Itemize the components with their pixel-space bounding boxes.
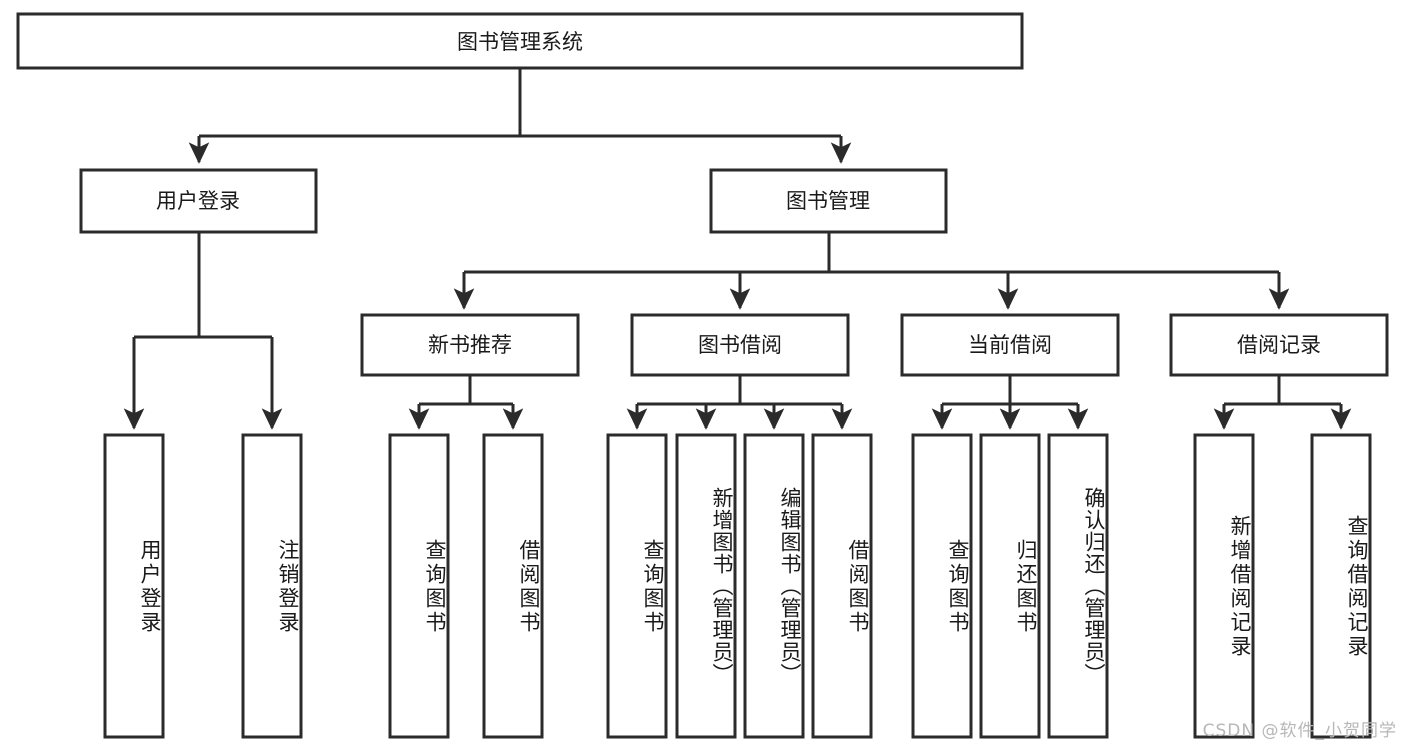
leaf-box-current-borrow-2[interactable] [979, 433, 1041, 739]
leaf-box-book-borrow-4[interactable] [811, 433, 873, 739]
node-root-box[interactable] [16, 12, 1024, 70]
node-current-borrow[interactable]: 当前借阅 [900, 313, 1120, 377]
leaf-box-user-login-1[interactable] [103, 433, 165, 739]
node-book-borrow-label: 图书借阅 [698, 333, 782, 357]
node-borrow-record[interactable]: 借阅记录 [1169, 313, 1389, 377]
node-book-borrow-box[interactable] [630, 313, 850, 377]
node-book-manage[interactable]: 图书管理 [709, 168, 948, 234]
node-borrow-record-box[interactable] [1169, 313, 1389, 377]
leaf-box-borrow-record-2[interactable] [1310, 433, 1372, 739]
node-book-manage-label: 图书管理 [786, 189, 870, 213]
node-root[interactable]: 图书管理系统 [16, 12, 1024, 70]
node-current-borrow-box[interactable] [900, 313, 1120, 377]
node-borrow-record-label: 借阅记录 [1237, 333, 1321, 357]
node-new-book-recommend[interactable]: 新书推荐 [360, 313, 580, 377]
node-book-borrow[interactable]: 图书借阅 [630, 313, 850, 377]
node-current-borrow-label: 当前借阅 [968, 333, 1052, 357]
leaf-box-current-borrow-1[interactable] [911, 433, 973, 739]
node-book-manage-box[interactable] [709, 168, 948, 234]
node-root-label: 图书管理系统 [457, 30, 583, 54]
watermark-text: CSDN @软件_小贺同学 [1202, 721, 1397, 741]
node-new-book-recommend-label: 新书推荐 [428, 333, 512, 357]
leaf-box-book-borrow-3[interactable] [743, 433, 805, 739]
node-user-login-label: 用户登录 [156, 189, 240, 213]
leaf-box-new-book-1[interactable] [388, 433, 450, 739]
node-new-book-recommend-box[interactable] [360, 313, 580, 377]
connector-group [123, 68, 1352, 430]
node-user-login[interactable]: 用户登录 [79, 168, 318, 234]
leaf-box-current-borrow-3[interactable] [1047, 433, 1109, 739]
leaf-box-borrow-record-1[interactable] [1193, 433, 1255, 739]
leaf-box-book-borrow-1[interactable] [606, 433, 668, 739]
leaf-box-user-login-2[interactable] [241, 433, 303, 739]
leaf-box-book-borrow-2[interactable] [675, 433, 737, 739]
node-user-login-box[interactable] [79, 168, 318, 234]
leaf-box-new-book-2[interactable] [482, 433, 544, 739]
